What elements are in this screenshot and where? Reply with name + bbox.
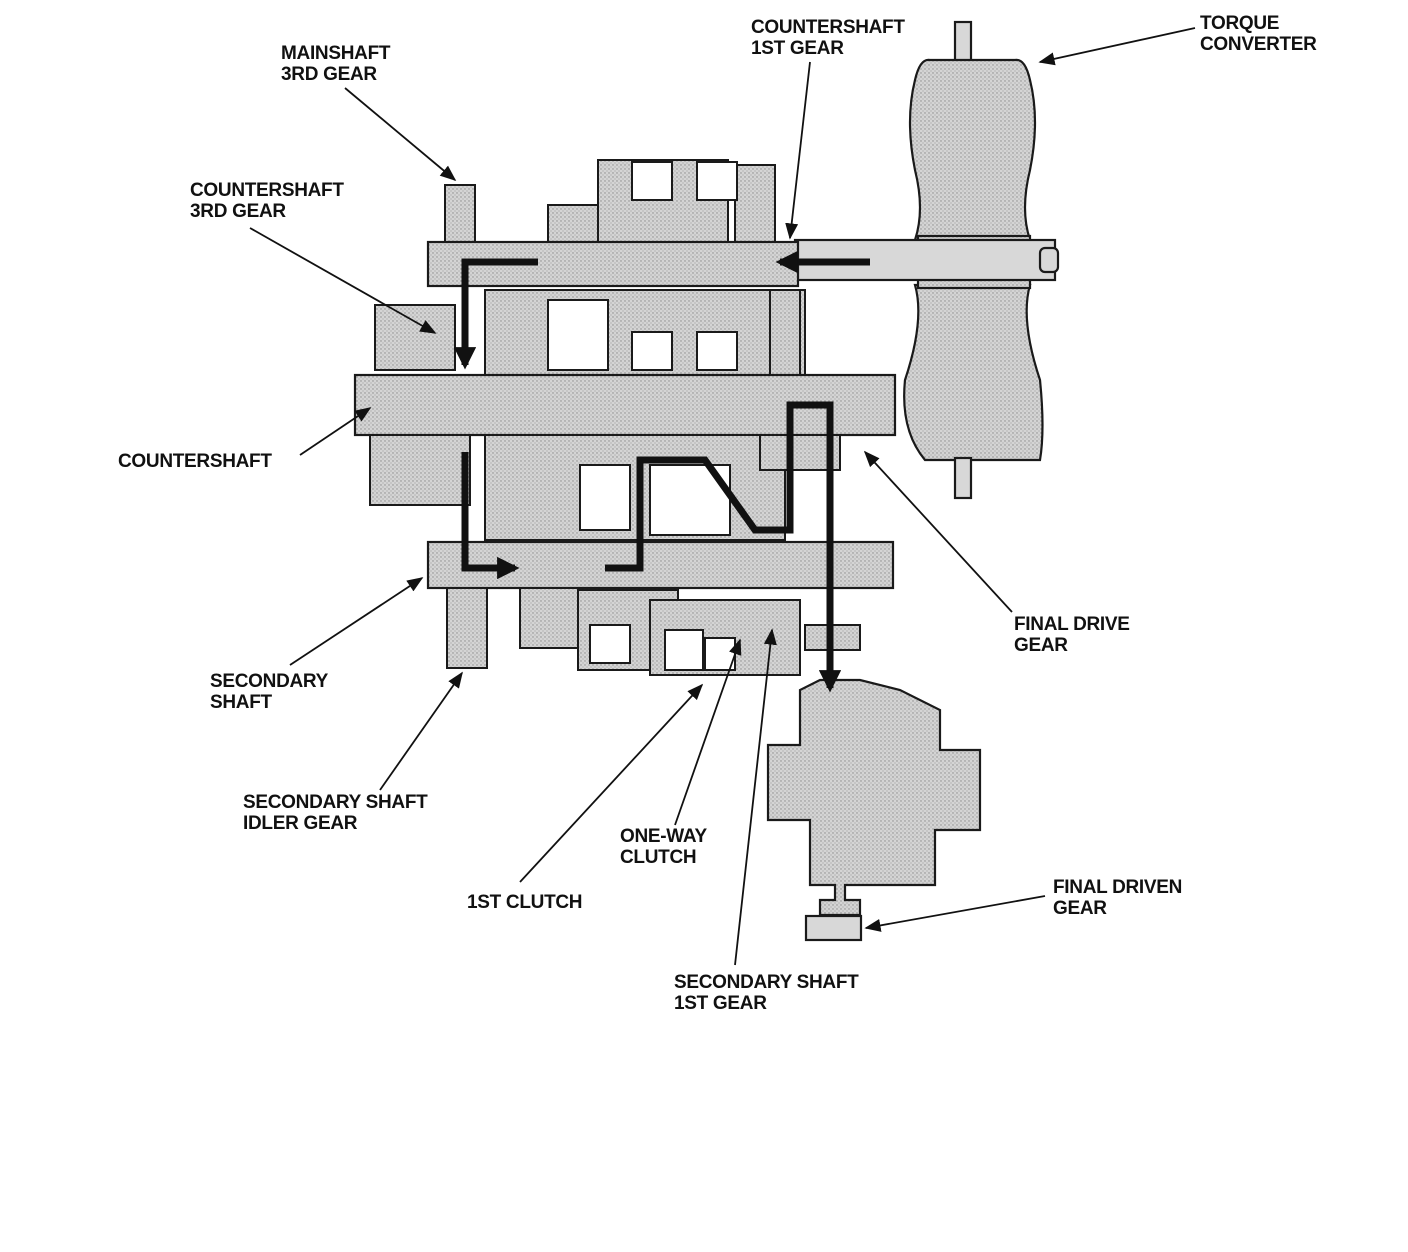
leader-lines bbox=[249, 27, 1196, 966]
label-countershaft-1st-gear: COUNTERSHAFT 1ST GEAR bbox=[751, 17, 910, 59]
label-countershaft-3rd-gear: COUNTERSHAFT 3RD GEAR bbox=[190, 180, 349, 222]
label-secondary-shaft-1st-gear: SECONDARY SHAFT 1ST GEAR bbox=[674, 972, 863, 1014]
differential bbox=[766, 678, 982, 942]
label-final-drive-gear: FINAL DRIVE GEAR bbox=[1014, 614, 1135, 656]
torque-converter bbox=[793, 20, 1060, 500]
label-mainshaft-3rd-gear: MAINSHAFT 3RD GEAR bbox=[281, 43, 395, 85]
label-1st-clutch: 1ST CLUTCH bbox=[467, 892, 582, 913]
label-countershaft: COUNTERSHAFT bbox=[118, 451, 272, 472]
transmission-cluster bbox=[353, 159, 897, 676]
label-one-way-clutch: ONE-WAY CLUTCH bbox=[620, 826, 712, 868]
power-flow-path bbox=[453, 250, 870, 693]
label-torque-converter: TORQUE CONVERTER bbox=[1200, 13, 1317, 55]
label-secondary-shaft-idler-gear: SECONDARY SHAFT IDLER GEAR bbox=[243, 792, 432, 834]
label-secondary-shaft: SECONDARY SHAFT bbox=[210, 671, 333, 713]
label-final-driven-gear: FINAL DRIVEN GEAR bbox=[1053, 877, 1187, 919]
mainshaft-clutch-plates bbox=[631, 161, 738, 201]
